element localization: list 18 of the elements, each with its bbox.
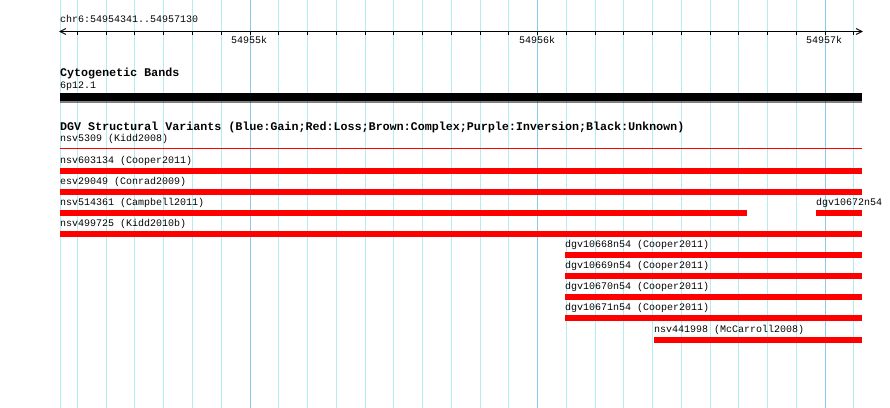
variant-label: nsv514361 (Campbell2011)	[60, 198, 204, 210]
track-title: Cytogenetic Bands	[60, 67, 180, 80]
variant-label: dgv10669n54 (Cooper2011)	[565, 261, 710, 273]
variant-label: nsv441998 (McCarroll2008)	[654, 325, 804, 337]
tick-label: 54956k	[519, 36, 556, 48]
variant-label: nsv5309 (Kidd2008)	[60, 134, 168, 146]
variant-label: nsv603134 (Cooper2011)	[60, 156, 192, 168]
variant-label: dgv10671n54 (Cooper2011)	[565, 303, 710, 315]
variant-label: dgv10668n54 (Cooper2011)	[565, 240, 710, 252]
track-title: DGV Structural Variants (Blue:Gain;Red:Loss;Brown:Complex;Purple:Inversion;Black:Unknown)	[60, 121, 684, 134]
variant-label: dgv10670n54 (Cooper2011)	[565, 282, 710, 294]
tick-label: 54955k	[231, 36, 268, 48]
variant-label: esv29049 (Conrad2009)	[60, 177, 186, 189]
variant-label: nsv499725 (Kidd2010b)	[60, 219, 186, 231]
variant-label: dgv10672n54	[816, 198, 882, 210]
tick-label: 54957k	[806, 36, 842, 48]
variant-label: 6p12.1	[60, 81, 96, 93]
locus-label: chr6:54954341..54957130	[60, 15, 198, 27]
